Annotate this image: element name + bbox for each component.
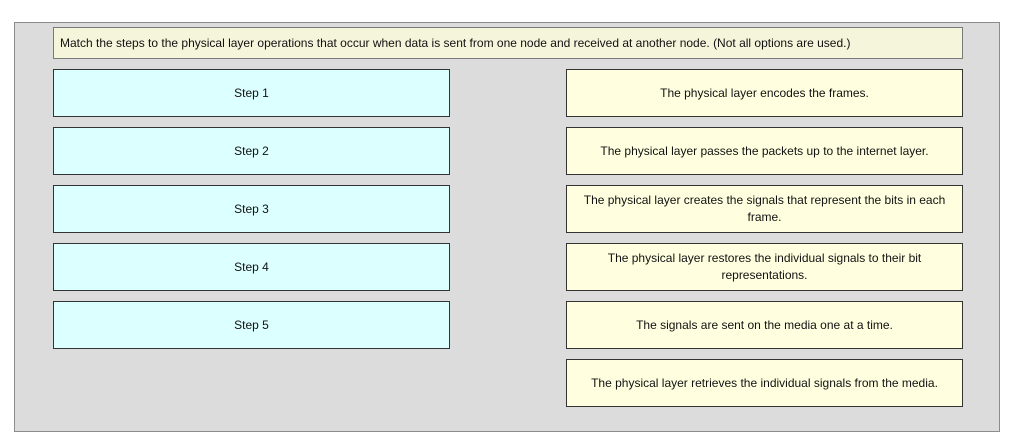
option-creates-signals[interactable]: The physical layer creates the signals t… xyxy=(566,185,963,233)
option-encodes-frames[interactable]: The physical layer encodes the frames. xyxy=(566,69,963,117)
instructions-text: Match the steps to the physical layer op… xyxy=(53,27,963,59)
step-2-drop-target[interactable]: Step 2 xyxy=(53,127,450,175)
option-signals-sent-on-media[interactable]: The signals are sent on the media one at… xyxy=(566,301,963,349)
step-3-drop-target[interactable]: Step 3 xyxy=(53,185,450,233)
step-4-drop-target[interactable]: Step 4 xyxy=(53,243,450,291)
step-1-drop-target[interactable]: Step 1 xyxy=(53,69,450,117)
option-retrieves-signals[interactable]: The physical layer retrieves the individ… xyxy=(566,359,963,407)
step-5-drop-target[interactable]: Step 5 xyxy=(53,301,450,349)
option-passes-packets-up[interactable]: The physical layer passes the packets up… xyxy=(566,127,963,175)
option-restores-signals[interactable]: The physical layer restores the individu… xyxy=(566,243,963,291)
